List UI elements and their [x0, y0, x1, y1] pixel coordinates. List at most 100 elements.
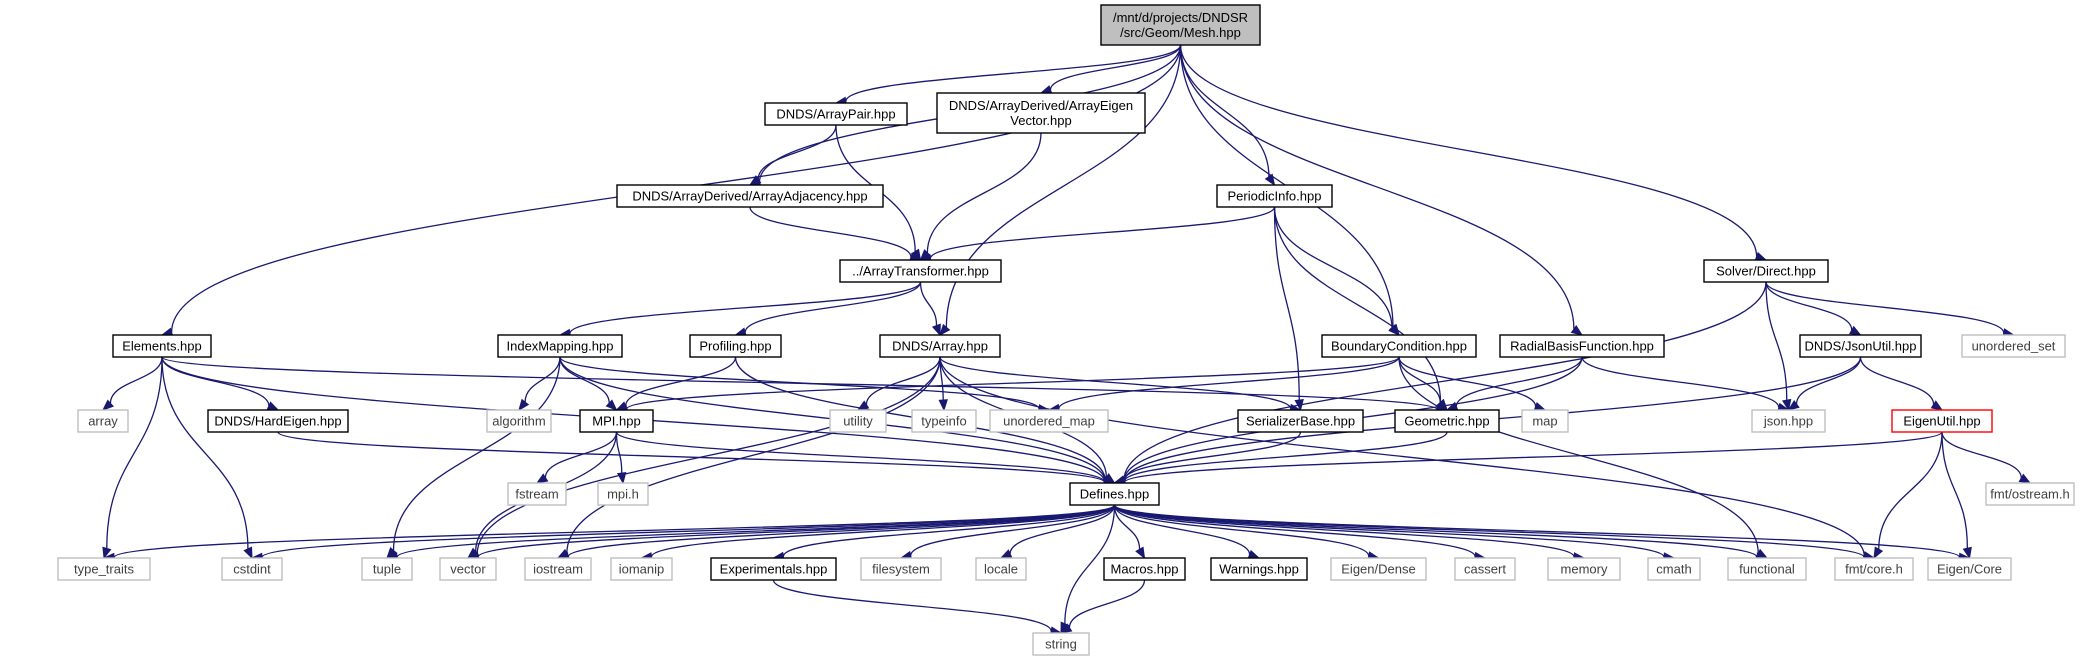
node-label: filesystem	[872, 562, 930, 577]
node-box	[1321, 334, 1477, 358]
node-box	[1647, 557, 1701, 581]
edge-periodicinfo-to-serializerbase	[1273, 206, 1304, 412]
edge-arraytransformer-to-indexmapping	[558, 281, 922, 339]
edge-arrayadjacency-to-arraytransformer	[749, 206, 922, 262]
edge-line	[615, 431, 1106, 483]
edge-line	[1113, 504, 1251, 555]
edge-line	[161, 356, 270, 406]
edge-elements-to-hardeigen	[161, 356, 280, 411]
edge-indexmapping-to-mpi	[559, 356, 618, 411]
node-serializerbase[interactable]: SerializerBase.hpp	[1237, 409, 1364, 433]
edge-line	[1113, 504, 1961, 558]
node-label: IndexMapping.hpp	[507, 339, 614, 354]
node-arraytransformer[interactable]: ../ArrayTransformer.hpp	[839, 259, 1002, 283]
node-cassert: cassert	[1454, 557, 1516, 581]
edge-line	[1941, 431, 2022, 479]
node-mpi[interactable]: MPI.hpp	[579, 409, 654, 433]
node-label: Defines.hpp	[1080, 487, 1149, 502]
node-box	[1210, 557, 1308, 581]
node-algorithm: algorithm	[486, 409, 552, 433]
node-label: string	[1045, 637, 1077, 652]
node-label: tuple	[373, 562, 401, 577]
node-periodicinfo[interactable]: PeriodicInfo.hpp	[1216, 184, 1333, 208]
node-boundarycondition[interactable]: BoundaryCondition.hpp	[1321, 334, 1477, 358]
node-macros[interactable]: Macros.hpp	[1103, 557, 1186, 581]
edge-line	[1273, 206, 1393, 328]
arrowhead-icon	[1570, 325, 1584, 336]
edge-boundarycondition-to-geometric	[1398, 356, 1448, 411]
edge-profiling-to-mpi	[615, 356, 737, 411]
node-indexmapping[interactable]: IndexMapping.hpp	[497, 334, 623, 358]
node-box	[860, 557, 942, 581]
node-hardeigen[interactable]: DNDS/HardEigen.hpp	[207, 409, 349, 433]
arrowhead-icon	[243, 546, 253, 560]
node-unordered_map: unordered_map	[989, 409, 1109, 433]
edge-boundarycondition-to-functional	[1398, 356, 1769, 559]
node-mesh[interactable]: /mnt/d/projects/DNDSR/src/Geom/Mesh.hpp	[1100, 4, 1261, 46]
node-label: memory	[1561, 562, 1608, 577]
arrowhead-icon	[535, 473, 549, 484]
node-cmath: cmath	[1647, 557, 1701, 581]
edge-line	[1765, 281, 1853, 331]
arrowhead-icon	[1930, 400, 1944, 411]
node-jsonutil[interactable]: DNDS/JsonUtil.hpp	[1799, 334, 1922, 358]
node-experimentals[interactable]: Experimentals.hpp	[710, 557, 837, 581]
node-defines[interactable]: Defines.hpp	[1069, 482, 1160, 506]
node-label: typeinfo	[921, 414, 967, 429]
edge-line	[615, 431, 623, 474]
edge-line	[624, 356, 737, 407]
arrowhead-icon	[2018, 473, 2032, 484]
node-box	[597, 482, 649, 506]
arrowhead-icon	[1059, 623, 1073, 634]
edge-line	[1058, 356, 1400, 409]
edge-defines-to-eigendense	[1113, 504, 1380, 561]
node-box	[1237, 409, 1364, 433]
arrowhead-icon	[1135, 546, 1146, 560]
edge-line	[476, 356, 941, 555]
edge-line	[1765, 281, 2005, 334]
node-eigencore: Eigen/Core	[1927, 557, 2012, 581]
node-locale: locale	[975, 557, 1027, 581]
node-label: DNDS/JsonUtil.hpp	[1805, 339, 1917, 354]
edge-line	[772, 579, 1052, 632]
node-memory: memory	[1547, 557, 1621, 581]
edge-line	[749, 206, 912, 258]
node-fmtcore: fmt/core.h	[1834, 557, 1914, 581]
edge-line	[392, 356, 561, 551]
edge-elements-to-cstdint	[161, 356, 253, 560]
node-arrayadjacency[interactable]: DNDS/ArrayDerived/ArrayAdjacency.hpp	[616, 184, 884, 208]
node-label: SerializerBase.hpp	[1246, 414, 1355, 429]
node-box	[1330, 557, 1427, 581]
node-solverdirect[interactable]: Solver/Direct.hpp	[1703, 259, 1829, 283]
node-warnings[interactable]: Warnings.hpp	[1210, 557, 1308, 581]
edge-defines-to-memory	[1113, 504, 1586, 562]
edge-line	[106, 356, 163, 549]
node-arraypair[interactable]: DNDS/ArrayPair.hpp	[764, 102, 908, 126]
node-dndsarray[interactable]: DNDS/Array.hpp	[879, 334, 1001, 358]
edge-line	[1064, 504, 1116, 624]
edge-solverdirect-to-jsonutil	[1765, 281, 1862, 336]
node-box	[579, 409, 654, 433]
node-label: DNDS/Array.hpp	[892, 339, 988, 354]
edge-line	[569, 281, 922, 334]
node-eigenutil[interactable]: EigenUtil.hpp	[1891, 409, 1993, 433]
node-box	[1394, 409, 1500, 433]
edge-line	[865, 356, 941, 405]
node-label: Eigen/Core	[1937, 562, 2002, 577]
node-type_traits: type_traits	[57, 557, 151, 581]
node-fmtostream: fmt/ostream.h	[1985, 482, 2075, 506]
node-profiling[interactable]: Profiling.hpp	[689, 334, 782, 358]
node-geometric[interactable]: Geometric.hpp	[1394, 409, 1500, 433]
edge-indexmapping-to-tuple	[386, 356, 561, 560]
node-radialbasis[interactable]: RadialBasisFunction.hpp	[1499, 334, 1665, 358]
edge-eigenutil-to-fmtostream	[1941, 431, 2032, 484]
node-map: map	[1521, 409, 1569, 433]
edge-line	[1398, 356, 1441, 403]
node-box	[689, 334, 782, 358]
node-elements[interactable]: Elements.hpp	[112, 334, 212, 358]
edge-line	[1009, 504, 1116, 554]
node-iomanip: iomanip	[610, 557, 673, 581]
node-box	[524, 557, 592, 581]
